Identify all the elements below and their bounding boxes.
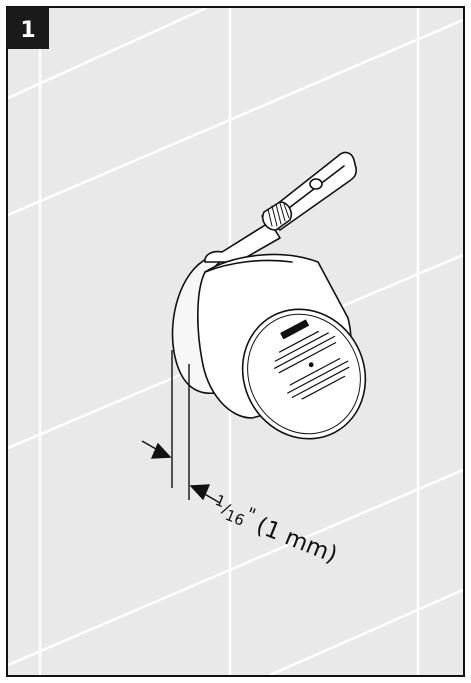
cap-label (273, 319, 350, 400)
valve-trim-illustration (171, 151, 367, 440)
gap-dimension (141, 350, 221, 504)
step-badge: 1 (7, 7, 49, 49)
arrow-left (150, 442, 172, 459)
fraction-denominator: 16 (223, 506, 247, 530)
handle-lever (204, 151, 357, 263)
step-number: 1 (20, 18, 35, 43)
valve-cap (241, 308, 367, 440)
frame-border (6, 6, 465, 677)
arrow-right (189, 484, 211, 501)
grip-knurl (267, 202, 290, 227)
